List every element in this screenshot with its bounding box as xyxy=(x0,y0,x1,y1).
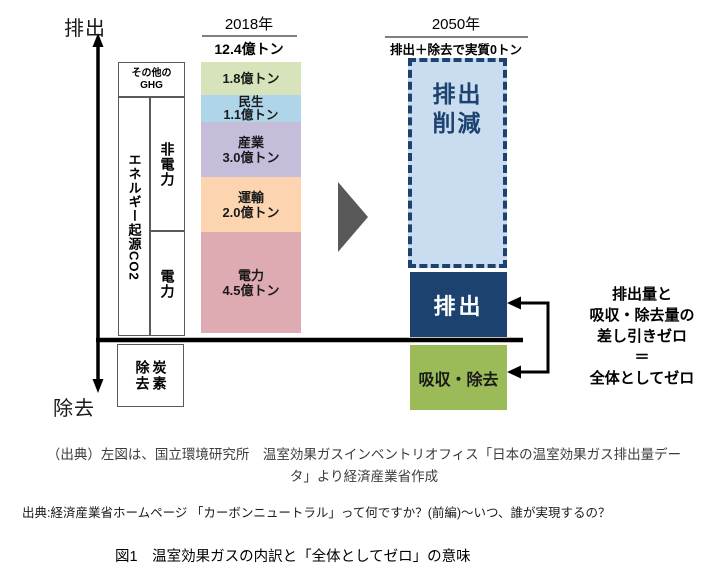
reduction-line2: 削減 xyxy=(432,110,483,136)
axis-label-removal: 除去 xyxy=(53,398,95,420)
bar-segment-minsei: 民生 1.1億トン xyxy=(201,95,301,122)
segment-value: 2.0億トン xyxy=(222,204,280,220)
box-emission: 排出 xyxy=(410,272,507,337)
energy-co2-label: エネルギー起源CO2 xyxy=(126,152,142,281)
power-label: 電力 xyxy=(159,268,176,299)
segment-value: 1.1億トン xyxy=(223,107,279,122)
caption-source-left-figure: （出典）左図は、国立環境研究所 温室効果ガスインベントリオフィス「日本の温室効果… xyxy=(0,444,728,488)
box-non-power: 非電力 xyxy=(150,97,185,231)
bar-segment-unyu: 運輸 2.0億トン xyxy=(201,177,301,232)
caption-source-webpage: 出典:経済産業省ホームページ 「カーボンニュートラル」って何ですか？(前編)～い… xyxy=(22,506,611,520)
absorption-label: 吸収・除去 xyxy=(418,371,499,389)
bar-segment-denryoku: 電力 4.5億トン xyxy=(201,232,301,333)
segment-label: 民生 xyxy=(238,94,264,109)
box-emission-reduction: 排出 削減 xyxy=(408,58,507,268)
non-power-label: 非電力 xyxy=(159,141,176,187)
segment-label: 運輸 xyxy=(237,189,264,205)
header-2018-total: 12.4億トン xyxy=(214,41,284,57)
note-arrow-emission-icon xyxy=(507,296,521,310)
box-energy-co2: エネルギー起源CO2 xyxy=(118,97,150,336)
bar-segment-sangyo: 産業 3.0億トン xyxy=(201,122,301,177)
axis-label-emission: 排出 xyxy=(64,18,106,40)
other-ghg-line2: GHG xyxy=(140,79,163,91)
caption-source-line1: （出典）左図は、国立環境研究所 温室効果ガスインベントリオフィス「日本の温室効果… xyxy=(46,447,682,462)
note-line4: ＝ xyxy=(634,349,650,366)
other-ghg-line1: その他の xyxy=(131,67,172,79)
header-2050-underline xyxy=(385,36,528,38)
box-absorption-removal: 吸収・除去 xyxy=(410,345,507,410)
emission-label: 排出 xyxy=(433,293,484,319)
transition-arrow-icon xyxy=(338,182,368,252)
bar-segment-other-ghg: 1.8億トン xyxy=(201,62,301,95)
note-line5: 全体としてゼロ xyxy=(589,370,695,387)
segment-value: 3.0億トン xyxy=(222,149,280,165)
header-2050-subtitle: 排出＋除去で実質0トン xyxy=(390,43,522,57)
box-power: 電力 xyxy=(150,231,185,336)
carbon-removal-label: 炭素除去 xyxy=(134,360,168,392)
note-line1: 排出量と xyxy=(611,286,672,303)
net-zero-note: 排出量と 吸収・除去量の 差し引きゼロ ＝ 全体としてゼロ xyxy=(556,284,728,389)
note-line2: 吸収・除去量の xyxy=(589,307,695,324)
segment-value: 1.8億トン xyxy=(222,71,280,86)
carbon-removal-col-right: 炭素 xyxy=(151,359,168,392)
segment-value: 4.5億トン xyxy=(222,282,280,298)
note-connector-bracket xyxy=(513,301,550,374)
stacked-bar-2018: 1.8億トン 民生 1.1億トン 産業 3.0億トン 運輸 2.0億トン 電力 … xyxy=(201,62,301,333)
axis-down-arrow-icon xyxy=(92,379,104,393)
carbon-removal-col-left: 除去 xyxy=(134,359,151,392)
box-carbon-removal: 炭素除去 xyxy=(117,344,184,407)
header-2018-year: 2018年 xyxy=(224,16,274,33)
emission-reduction-label: 排出 削減 xyxy=(412,80,503,138)
segment-label: 産業 xyxy=(237,134,264,150)
header-2018-underline xyxy=(202,35,297,37)
figure-title: 図1 温室効果ガスの内訳と「全体としてゼロ」の意味 xyxy=(115,549,471,565)
reduction-line1: 排出 xyxy=(432,81,483,107)
caption-source-line2: タ」より経済産業省作成 xyxy=(289,469,439,484)
note-line3: 差し引きゼロ xyxy=(596,328,687,345)
box-other-ghg: その他の GHG xyxy=(118,62,185,97)
segment-label: 電力 xyxy=(237,267,264,283)
note-arrow-absorption-icon xyxy=(507,365,521,379)
header-2050-year: 2050年 xyxy=(431,16,481,33)
